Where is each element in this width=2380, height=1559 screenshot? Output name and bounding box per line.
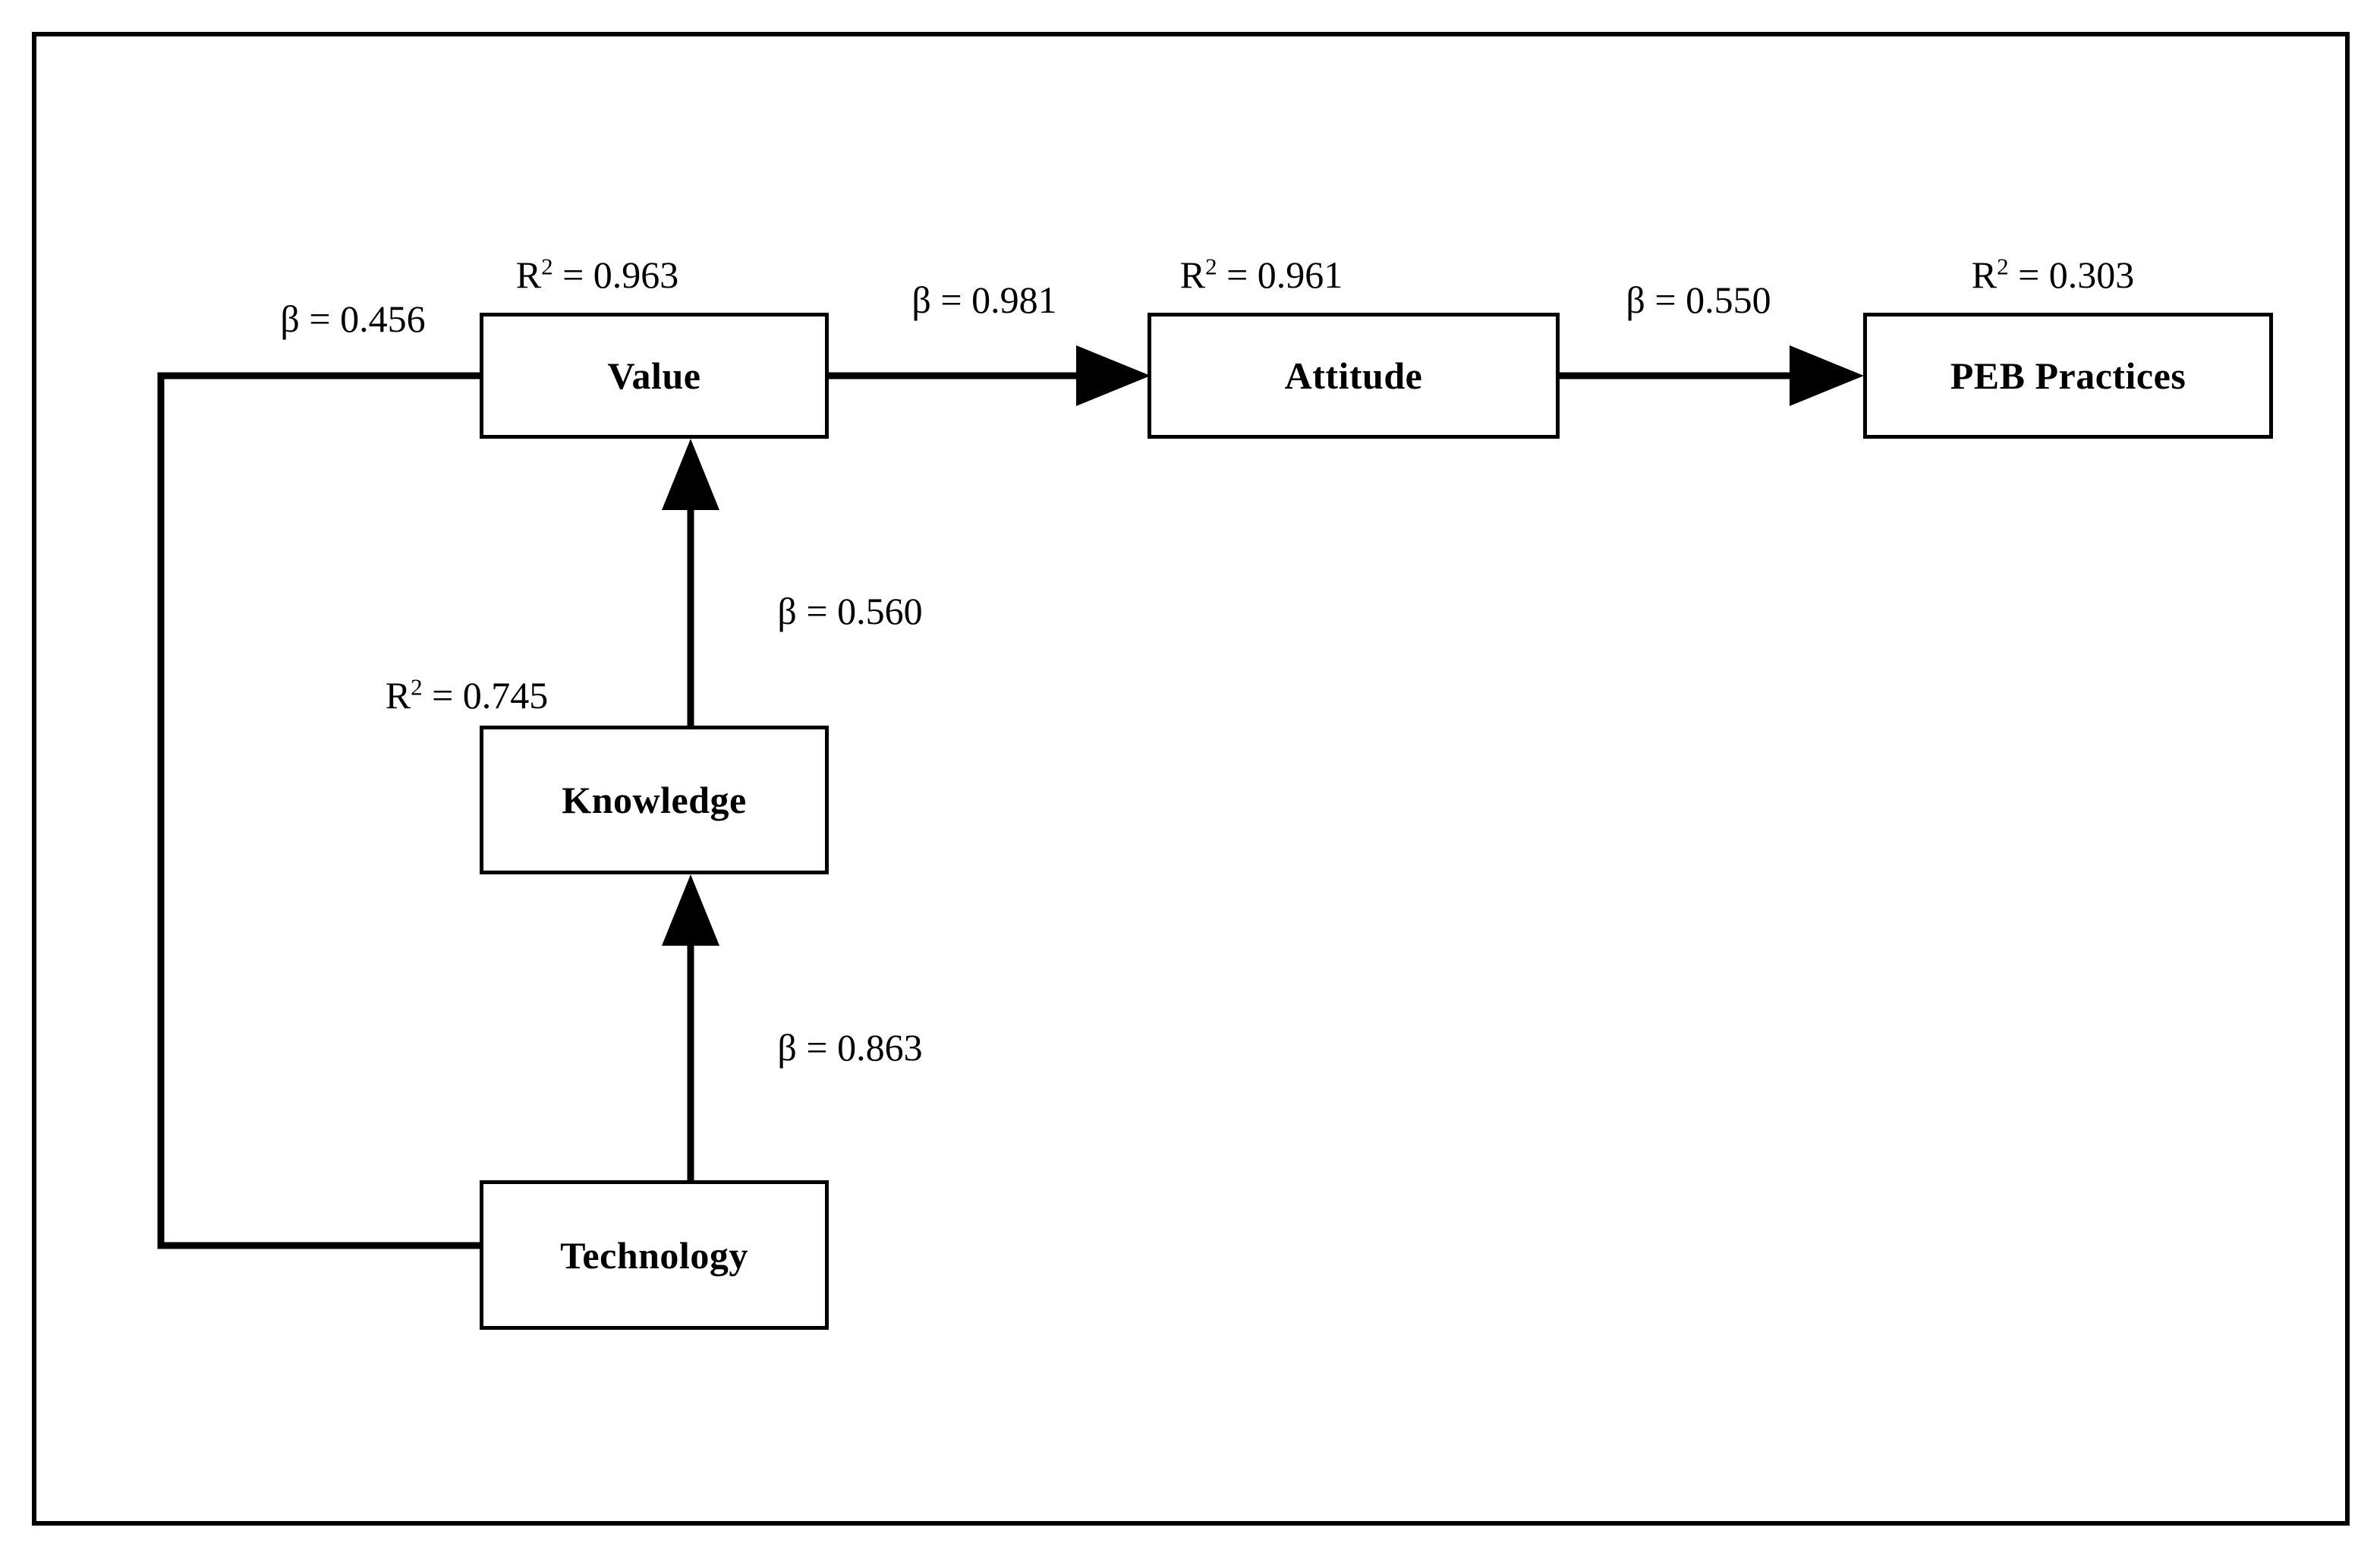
edge-label-attitude-to-peb: β = 0.550 <box>1626 279 1771 321</box>
edge-value-to-attitude <box>829 345 1151 406</box>
node-peb-practices-label: PEB Practices <box>1950 354 2186 397</box>
r2-peb-exponent: 2 <box>1997 253 2009 280</box>
edge-label-technology-to-value: β = 0.456 <box>280 298 426 340</box>
r2-attitude-prefix: R <box>1179 254 1206 296</box>
edge-technology-to-knowledge <box>662 874 719 1180</box>
r2-peb-equals: = 0.303 <box>2008 254 2135 296</box>
node-technology-label: Technology <box>560 1233 748 1277</box>
edge-label-technology-to-knowledge: β = 0.863 <box>777 1026 923 1069</box>
r2-attitude-exponent: 2 <box>1205 253 1217 280</box>
r2-peb-prefix: R <box>1971 254 1998 296</box>
node-knowledge[interactable]: Knowledge <box>480 726 829 874</box>
r2-label-knowledge: R2 = 0.745 <box>385 673 549 717</box>
node-peb-practices[interactable]: PEB Practices <box>1863 313 2273 439</box>
r2-knowledge-prefix: R <box>385 674 411 717</box>
node-technology[interactable]: Technology <box>480 1180 829 1330</box>
node-attitude[interactable]: Attitude <box>1148 313 1560 439</box>
r2-label-attitude: R2 = 0.961 <box>1179 253 1343 296</box>
node-attitude-label: Attitude <box>1284 354 1423 397</box>
edge-attitude-to-peb <box>1560 345 1864 406</box>
node-knowledge-label: Knowledge <box>562 779 747 821</box>
r2-value-prefix: R <box>515 254 542 296</box>
r2-knowledge-exponent: 2 <box>411 673 423 701</box>
r2-label-peb-practices: R2 = 0.303 <box>1971 253 2135 296</box>
outer-border <box>32 32 2350 1526</box>
edge-label-value-to-attitude: β = 0.981 <box>911 279 1057 321</box>
r2-attitude-equals: = 0.961 <box>1217 254 1343 296</box>
edge-knowledge-to-value <box>662 439 719 726</box>
edge-label-knowledge-to-value: β = 0.560 <box>777 590 923 632</box>
node-value-label: Value <box>607 354 701 397</box>
r2-knowledge-equals: = 0.745 <box>422 674 549 717</box>
node-value[interactable]: Value <box>480 313 829 439</box>
r2-label-value: R2 = 0.963 <box>515 253 679 296</box>
r2-value-exponent: 2 <box>541 253 553 280</box>
r2-value-equals: = 0.963 <box>552 254 679 296</box>
